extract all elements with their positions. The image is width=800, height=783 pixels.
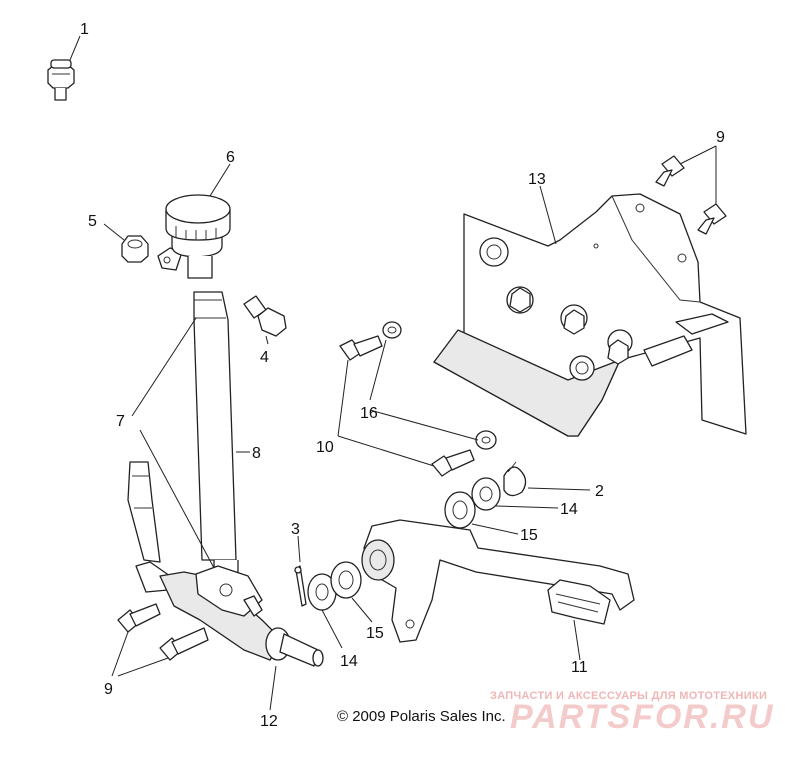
- callout-11: 11: [571, 659, 588, 676]
- part-14-washer-right: [471, 477, 501, 511]
- callout-8: 8: [252, 445, 261, 462]
- leader-7: [131, 317, 215, 569]
- part-9-bolts-lower: [117, 603, 209, 661]
- callout-6: 6: [226, 149, 235, 166]
- part-3-cotter-pin: [294, 565, 307, 607]
- leader-5: [103, 223, 125, 241]
- leader-3: [297, 535, 301, 563]
- part-1-clip: [47, 59, 75, 101]
- leader-4: [265, 335, 269, 345]
- callout-7: 7: [116, 413, 125, 430]
- callout-4: 4: [260, 349, 269, 366]
- callout-5: 5: [88, 213, 97, 230]
- watermark-logo: PARTSFOR.RU: [510, 698, 775, 736]
- callout-9-upper: 9: [716, 129, 725, 146]
- callout-15-right: 15: [520, 527, 538, 544]
- part-6-reservoir: [157, 194, 231, 279]
- part-10-bolt: [339, 335, 475, 477]
- leader-12: [269, 665, 277, 711]
- copyright-notice: © 2009 Polaris Sales Inc.: [337, 708, 506, 725]
- callout-10: 10: [316, 439, 334, 456]
- callout-14-left: 14: [340, 653, 358, 670]
- part-12-master-cylinder: [127, 461, 324, 667]
- leader-2: [527, 487, 591, 491]
- callout-2: 2: [595, 483, 604, 500]
- callout-13: 13: [528, 171, 546, 188]
- part-2-clip: [503, 461, 527, 497]
- part-15-bushing-left: [330, 561, 362, 599]
- leader-13: [539, 185, 557, 245]
- callout-1: 1: [80, 21, 89, 38]
- part-16-washers: [382, 321, 497, 450]
- part-11-brake-pedal: [361, 519, 635, 643]
- leader-9-lower: [111, 631, 169, 677]
- leader-6: [209, 163, 231, 197]
- part-15-bushing-right: [444, 491, 476, 529]
- part-4-bolt: [243, 295, 287, 337]
- leader-11: [573, 619, 581, 661]
- leader-1: [69, 35, 81, 61]
- leader-16: [369, 339, 479, 441]
- leader-15-right: [471, 523, 519, 535]
- callout-12: 12: [260, 713, 278, 730]
- leader-15-left: [351, 597, 373, 623]
- leader-14-right: [495, 505, 559, 509]
- callout-9-lower: 9: [104, 681, 113, 698]
- callout-3: 3: [291, 521, 300, 538]
- leader-14-left: [321, 609, 343, 649]
- part-9-bolts-upper: [655, 155, 727, 235]
- part-13-bracket: [433, 193, 747, 437]
- callout-15-left: 15: [366, 625, 384, 642]
- leader-10: [337, 359, 435, 467]
- part-8-hose: [193, 291, 239, 585]
- leader-9-upper: [679, 145, 717, 204]
- callout-16: 16: [360, 405, 378, 422]
- callout-14-right: 14: [560, 501, 578, 518]
- part-5-nut: [121, 235, 149, 263]
- watermark-tagline: ЗАПЧАСТИ И АКСЕССУАРЫ ДЛЯ МОТОТЕХНИКИ: [490, 690, 768, 702]
